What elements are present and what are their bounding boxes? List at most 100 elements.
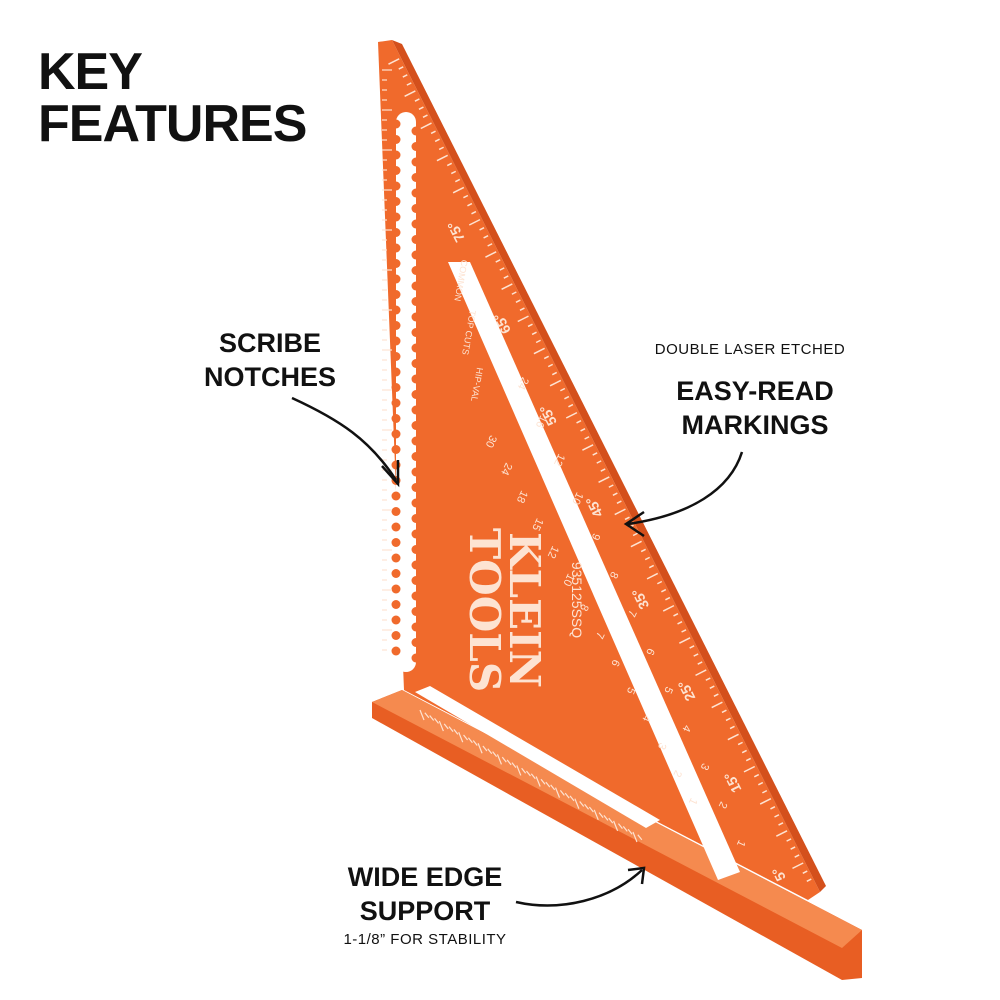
edge-arrow-head bbox=[627, 866, 646, 885]
hypotenuse-tick bbox=[661, 588, 667, 593]
hypotenuse-tick bbox=[527, 323, 533, 328]
hypotenuse-tick bbox=[679, 637, 691, 644]
flange-tick bbox=[574, 798, 580, 809]
scribe-notch bbox=[411, 188, 421, 198]
hypotenuse-tick bbox=[792, 862, 804, 870]
hip-scale-number: 4 bbox=[679, 723, 692, 734]
degree-mark: 5° bbox=[768, 865, 788, 884]
hip-scale-number: 5 bbox=[661, 685, 674, 696]
scribe-notch bbox=[411, 576, 421, 585]
hypotenuse-tick bbox=[420, 122, 432, 130]
scribe-notch bbox=[411, 126, 421, 136]
hypotenuse-tick bbox=[598, 476, 610, 484]
flange-tick bbox=[535, 776, 541, 787]
scribe-arrow-head bbox=[381, 460, 400, 488]
scribe-notch bbox=[391, 243, 401, 253]
flange-ticks bbox=[419, 709, 643, 843]
hypotenuse-tick bbox=[551, 371, 558, 376]
rafter-scale-number: 30 bbox=[483, 433, 499, 449]
flange-tick bbox=[467, 737, 473, 744]
scribe-arrow bbox=[291, 396, 398, 481]
hypotenuse-tick bbox=[705, 677, 711, 681]
hypotenuse-tick bbox=[568, 403, 574, 408]
flange-tick bbox=[554, 787, 561, 798]
hypotenuse-tick bbox=[422, 114, 428, 118]
hypotenuse-tick bbox=[794, 854, 800, 858]
hypotenuse-tick bbox=[753, 773, 760, 778]
scribe-notch bbox=[391, 553, 401, 563]
flange-tick bbox=[584, 803, 590, 810]
hypotenuse-tick bbox=[786, 838, 792, 842]
hypotenuse-tick bbox=[689, 645, 695, 649]
hypotenuse-tick bbox=[600, 468, 606, 472]
hypotenuse-tick bbox=[709, 685, 715, 689]
hypotenuse-tick bbox=[762, 789, 768, 794]
hypotenuse-tick bbox=[624, 516, 630, 521]
scribe-notch bbox=[391, 290, 401, 299]
hip-scale-number: 1 bbox=[734, 838, 747, 849]
scribe-notch bbox=[411, 204, 421, 213]
hypotenuse-tick bbox=[479, 226, 485, 231]
scribe-notch bbox=[391, 181, 401, 191]
scribe-notch bbox=[411, 560, 421, 570]
scribe-notch bbox=[391, 197, 401, 206]
flange-tick bbox=[598, 812, 604, 818]
hip-scale-number: 9 bbox=[589, 531, 602, 542]
hypotenuse-tick bbox=[711, 701, 723, 709]
hypotenuse-tick bbox=[414, 98, 420, 102]
hypotenuse-tick bbox=[398, 66, 404, 70]
hypotenuse-tick bbox=[580, 428, 586, 432]
hypotenuse-tick bbox=[501, 283, 513, 291]
hypotenuse-tick bbox=[662, 604, 675, 612]
diagonal-slot bbox=[448, 262, 740, 880]
hypotenuse-tick bbox=[543, 355, 550, 360]
hypotenuse-tick bbox=[743, 765, 756, 773]
hypotenuse-tick bbox=[467, 202, 473, 207]
rafter-scale-number: 6 bbox=[608, 657, 621, 668]
hypotenuse-tick bbox=[646, 572, 659, 580]
hip-scale-number: 10 bbox=[569, 490, 585, 506]
flange-tick bbox=[458, 731, 464, 743]
hypotenuse-tick bbox=[677, 621, 683, 625]
hypotenuse-tick bbox=[402, 74, 408, 78]
hypotenuse-tick bbox=[436, 154, 449, 162]
flange-tick bbox=[526, 770, 531, 777]
flange-tick bbox=[496, 754, 502, 765]
scribe-notch bbox=[391, 584, 401, 594]
flange-tick bbox=[588, 806, 594, 813]
hypotenuse-tick bbox=[388, 58, 400, 65]
hip-scale-number: 7 bbox=[625, 608, 638, 619]
scribe-notch bbox=[391, 414, 401, 423]
hypotenuse-tick bbox=[471, 210, 477, 215]
hypotenuse-tick bbox=[697, 661, 703, 665]
hypotenuse-tick bbox=[721, 709, 727, 714]
scribe-notch bbox=[391, 445, 401, 454]
rafter-scale-number: 24 bbox=[498, 461, 514, 477]
markings-callout-line2: MARKINGS bbox=[681, 410, 829, 440]
scribe-notch bbox=[391, 336, 401, 346]
scribe-notch bbox=[411, 374, 421, 384]
scribe-notch bbox=[391, 135, 401, 144]
markings-callout-line1: EASY-READ bbox=[676, 376, 834, 406]
hypotenuse-tick bbox=[483, 235, 489, 239]
scribe-notch bbox=[391, 491, 401, 501]
flange-tick bbox=[429, 715, 435, 721]
scribe-notch bbox=[411, 281, 421, 291]
hypotenuse-tick bbox=[446, 162, 453, 167]
rafter-scale-number: 3 bbox=[655, 741, 668, 752]
flange-tick bbox=[501, 756, 507, 763]
scribe-notch bbox=[391, 646, 401, 656]
flange-tick bbox=[419, 709, 425, 721]
scribe-notch bbox=[391, 352, 401, 361]
flange-tick bbox=[603, 814, 609, 821]
scribe-notch-slot bbox=[396, 112, 416, 672]
rafter-scale-number: 8 bbox=[577, 602, 590, 613]
scribe-notch bbox=[411, 653, 421, 663]
rafter-scale-number: 1 bbox=[686, 796, 699, 807]
hypotenuse-tick bbox=[656, 580, 663, 585]
hypotenuse-tick bbox=[438, 146, 444, 151]
hypotenuse-tick bbox=[533, 347, 545, 355]
hip-scale-number: 24 bbox=[515, 375, 531, 391]
flange-tick bbox=[632, 831, 638, 843]
hypotenuse-tick bbox=[404, 90, 416, 97]
